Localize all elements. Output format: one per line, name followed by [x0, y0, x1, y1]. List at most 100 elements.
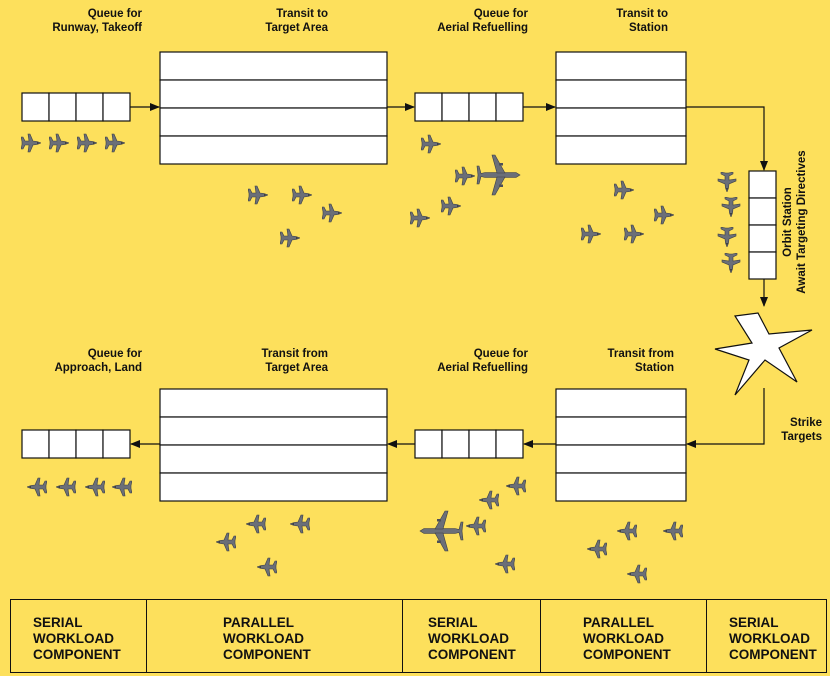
queue-land-boxes: [21, 429, 131, 459]
label-line: Aerial Refuelling: [437, 362, 528, 374]
label-line: Target Area: [265, 22, 328, 34]
label-line: Transit to: [276, 8, 328, 20]
fighter-jet-icon: [27, 477, 47, 497]
fighter-jet-icon: [721, 253, 741, 273]
tanker-aircraft-icon: [419, 510, 464, 552]
fighter-jet-icon: [654, 205, 674, 225]
label-line: Station: [635, 362, 674, 374]
label-line: Target Area: [265, 362, 328, 374]
fighter-jet-icon: [216, 532, 236, 552]
fighter-jet-icon: [56, 477, 76, 497]
component-cell-serial-1: SERIAL WORKLOAD COMPONENT: [11, 600, 147, 672]
label-line: Queue for: [473, 348, 528, 360]
cell-line: COMPONENT: [428, 647, 516, 662]
label-queue-land: Queue for Approach, Land: [40, 347, 142, 375]
label-line: Targets: [781, 431, 822, 443]
label-line: Aerial Refuelling: [437, 22, 528, 34]
cell-line: WORKLOAD: [729, 631, 810, 646]
label-line: Transit from: [607, 348, 674, 360]
fighter-jet-icon: [717, 172, 737, 192]
label-transit-from-target: Transit from Target Area: [230, 347, 328, 375]
fighter-jet-icon: [441, 196, 461, 216]
label-queue-refuel-top: Queue for Aerial Refuelling: [400, 7, 528, 35]
fighter-jet-icon: [85, 477, 105, 497]
cell-line: WORKLOAD: [33, 631, 114, 646]
fighter-jet-icon: [112, 477, 132, 497]
cell-line: SERIAL: [729, 615, 779, 630]
cell-line: SERIAL: [428, 615, 478, 630]
fighter-jet-icon: [627, 564, 647, 584]
fighter-jet-icon: [290, 514, 310, 534]
label-line: Station: [629, 22, 668, 34]
label-line: Queue for: [87, 348, 142, 360]
label-line: Await Targeting Directives: [796, 150, 808, 294]
label-strike-targets: Strike Targets: [770, 416, 822, 444]
fighter-jet-icon: [717, 227, 737, 247]
label-line: Transit to: [616, 8, 668, 20]
cell-line: COMPONENT: [33, 647, 121, 662]
fighter-jet-icon: [248, 185, 268, 205]
queue-takeoff-boxes: [21, 92, 131, 122]
transit-from-station-block: [555, 388, 687, 502]
fighter-jet-icon: [587, 539, 607, 559]
label-line: Runway, Takeoff: [52, 22, 142, 34]
fighter-jet-icon: [624, 224, 644, 244]
label-line: Queue for: [473, 8, 528, 20]
cell-line: WORKLOAD: [428, 631, 509, 646]
cell-line: WORKLOAD: [583, 631, 664, 646]
cell-line: COMPONENT: [729, 647, 817, 662]
fighter-jet-icon: [466, 516, 486, 536]
label-queue-refuel-bottom: Queue for Aerial Refuelling: [400, 347, 528, 375]
cell-line: PARALLEL: [223, 615, 294, 630]
cell-line: WORKLOAD: [223, 631, 304, 646]
fighter-jet-icon: [495, 554, 515, 574]
label-line: Transit from: [261, 348, 328, 360]
component-cell-parallel-1: PARALLEL WORKLOAD COMPONENT: [147, 600, 403, 672]
fighter-jet-icon: [21, 133, 41, 153]
label-queue-takeoff: Queue for Runway, Takeoff: [40, 7, 142, 35]
fighter-jet-icon: [246, 514, 266, 534]
label-line: Strike: [790, 417, 822, 429]
fighter-jet-icon: [721, 197, 741, 217]
fighter-jet-icon: [49, 133, 69, 153]
fighter-jet-icon: [455, 166, 475, 186]
label-line: Approach, Land: [54, 362, 142, 374]
fighter-jet-icon: [292, 185, 312, 205]
flow-arrows: [130, 103, 768, 448]
label-line: Orbit Station: [782, 187, 794, 257]
fighter-jet-icon: [614, 180, 634, 200]
fighter-jet-icon: [479, 490, 499, 510]
cell-line: PARALLEL: [583, 615, 654, 630]
label-transit-target: Transit to Target Area: [230, 7, 328, 35]
label-transit-from-station: Transit from Station: [580, 347, 674, 375]
fighter-jet-icon: [410, 208, 430, 228]
transit-from-target-block: [159, 388, 388, 502]
fighter-jet-icon: [421, 134, 441, 154]
component-cell-serial-3: SERIAL WORKLOAD COMPONENT: [707, 600, 826, 672]
fighter-jet-icon: [280, 228, 300, 248]
cell-line: COMPONENT: [223, 647, 311, 662]
component-cell-parallel-2: PARALLEL WORKLOAD COMPONENT: [541, 600, 707, 672]
label-transit-station: Transit to Station: [580, 7, 668, 35]
fighter-jet-icon: [617, 521, 637, 541]
tanker-aircraft-icon: [476, 154, 521, 196]
queue-refuel-bottom-boxes: [414, 429, 524, 459]
transit-station-block: [555, 51, 687, 165]
label-line: Queue for: [87, 8, 142, 20]
fighter-jet-icon: [77, 133, 97, 153]
fighter-jet-icon: [663, 521, 683, 541]
transit-target-block: [159, 51, 388, 165]
fighter-jet-icon: [506, 476, 526, 496]
workload-component-table: SERIAL WORKLOAD COMPONENT PARALLEL WORKL…: [10, 599, 827, 673]
queue-refuel-top-boxes: [414, 92, 524, 122]
cell-line: SERIAL: [33, 615, 83, 630]
component-cell-serial-2: SERIAL WORKLOAD COMPONENT: [403, 600, 541, 672]
fighter-jet-icon: [322, 203, 342, 223]
orbit-station-boxes: [748, 170, 777, 280]
fighter-jet-icon: [581, 224, 601, 244]
cell-line: COMPONENT: [583, 647, 671, 662]
fighter-jet-icon: [105, 133, 125, 153]
label-orbit-station: Orbit Station Await Targeting Directives: [781, 122, 811, 322]
